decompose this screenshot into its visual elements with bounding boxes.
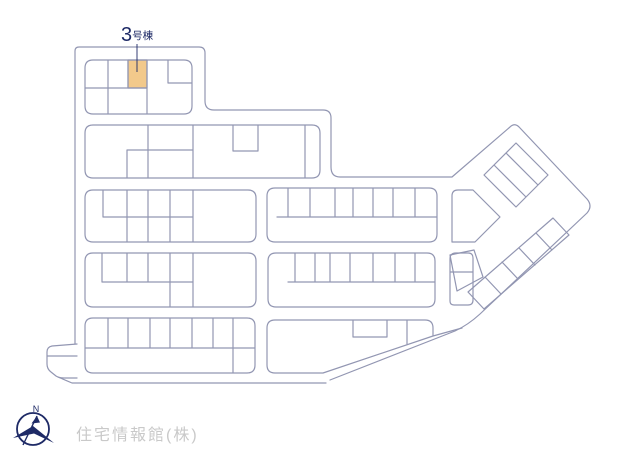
block-d <box>266 187 438 243</box>
company-watermark: 住宅情報館(株) <box>76 426 199 444</box>
west-pocket-lot <box>46 343 78 379</box>
highlighted-lot-unit3[interactable] <box>127 59 148 89</box>
block-a <box>84 59 193 115</box>
diagonal-lots-upper <box>483 142 549 208</box>
unit-label-group: 3号棟 <box>121 24 154 72</box>
block-f <box>267 252 436 308</box>
south-road-edge <box>57 376 327 384</box>
block-g <box>84 317 256 374</box>
compass-wing <box>13 426 54 443</box>
plan-linework <box>46 46 591 384</box>
unit-number: 3 <box>121 24 132 46</box>
corner-lot-upper <box>451 189 501 243</box>
block-h <box>266 319 463 374</box>
compass-icon: N <box>13 404 54 446</box>
unit-suffix: 号棟 <box>132 29 153 42</box>
block-e <box>84 252 257 308</box>
diagonal-lots-lower <box>467 217 570 310</box>
compass-circle <box>16 412 50 446</box>
compass-arrowhead <box>31 416 40 424</box>
block-b <box>84 124 321 179</box>
unit-label: 3号棟 <box>121 24 154 46</box>
compass-n-label: N <box>33 404 40 414</box>
block-c <box>84 189 257 243</box>
corner-lot-lower <box>449 252 474 306</box>
diagonal-wedge-lot <box>449 249 484 292</box>
site-boundary-outline <box>74 46 591 381</box>
